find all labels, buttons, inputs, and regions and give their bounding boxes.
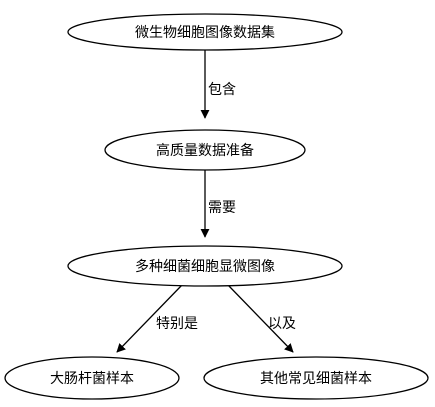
edge-label-needs: 需要 [208,200,236,216]
edge-dataset-to-prep: 包含 [200,50,236,119]
edge-line [227,284,294,353]
node-dataset: 微生物细胞图像数据集 [67,13,343,51]
node-label-micro: 多种细菌细胞显微图像 [135,258,275,275]
edge-micro-to-others: 以及 [227,284,296,353]
node-label-dataset: 微生物细胞图像数据集 [135,24,275,41]
node-ellipse [67,245,343,287]
edge-label-contains: 包含 [208,82,236,98]
node-prep: 高质量数据准备 [104,129,306,171]
node-ellipse [104,129,306,171]
node-micro: 多种细菌细胞显微图像 [67,245,343,287]
node-ellipse [67,13,343,51]
node-ecoli: 大肠杆菌样本 [4,356,180,400]
edge-prep-to-micro: 需要 [200,170,236,238]
node-ellipse [4,356,180,400]
node-others: 其他常见细菌样本 [203,356,429,400]
node-label-prep: 高质量数据准备 [156,142,254,159]
node-label-others: 其他常见细菌样本 [260,371,372,387]
edge-micro-to-ecoli: 特别是 [116,284,198,353]
edge-label-especially: 特别是 [156,316,198,332]
edge-line [116,284,183,353]
node-label-ecoli: 大肠杆菌样本 [50,371,134,387]
edge-label-and: 以及 [268,316,296,332]
node-ellipse [203,356,429,400]
